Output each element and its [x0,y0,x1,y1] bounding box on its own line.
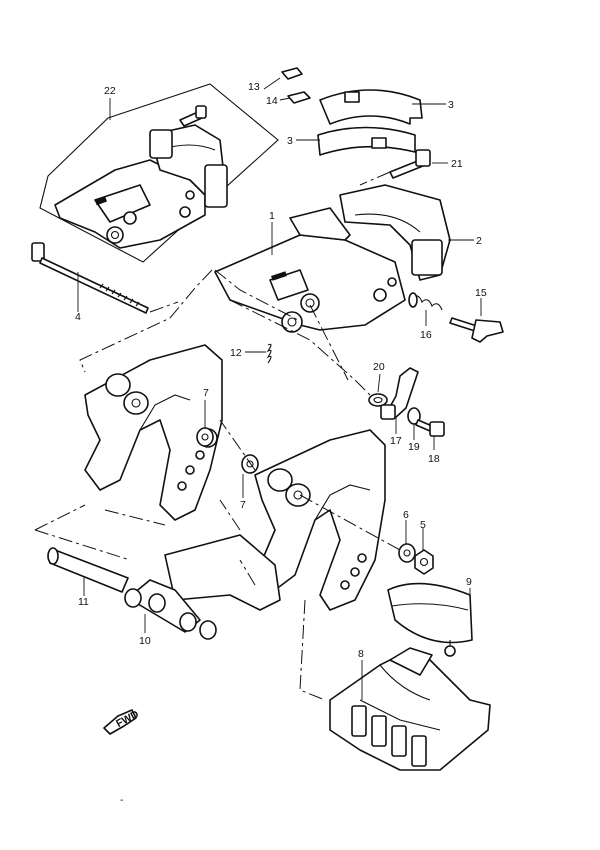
part-15-wing-screw [449,317,504,343]
callout-16: 16 [420,329,432,341]
part-1-swivel-bracket [214,207,406,333]
callout-2: 2 [476,235,482,247]
part-8-stern-bracket [329,647,491,771]
callout-22: 22 [104,85,116,97]
callout-5: 5 [420,519,426,531]
part-3-bushing-lower [317,126,416,156]
part-3-bushing-upper [319,89,423,125]
callout-12: 12 [230,347,242,359]
callout-6: 6 [403,509,409,521]
assembly-lines [34,171,401,701]
callout-20: 20 [373,361,385,373]
part-6-washer [398,543,416,563]
part-20-ring [368,393,388,407]
fwd-arrow: FWD [103,708,141,735]
callout-8: 8 [358,648,364,660]
part-10-bracket [124,534,281,640]
callout-11: 11 [78,596,89,608]
callout-4: 4 [75,311,81,323]
part-14-pad [287,91,311,104]
callout-17: 17 [390,435,402,447]
part-11-tube [47,547,129,593]
callout-19: 19 [408,441,420,453]
callout-13: 13 [248,81,260,93]
part-9-band [387,582,473,657]
callout-7a: 7 [203,387,209,399]
part-13-pad [281,67,303,80]
callout-7b: 7 [240,499,246,511]
part-4-long-bolt [31,242,149,314]
callout-3b: 3 [287,135,293,147]
part-5-nut [414,549,434,575]
part-12-spring [266,343,272,364]
part-17-lever [380,367,419,420]
callout-21: 21 [451,158,463,170]
callout-18: 18 [428,453,440,465]
clamp-bracket-left [84,344,223,521]
leader-lines [77,77,482,700]
part-16-spring [408,292,443,311]
part-21-bolt [389,149,431,179]
callout-9: 9 [466,576,472,588]
part-18-bolt [415,419,445,437]
part-7-washer-a [196,427,214,447]
callout-15: 15 [475,287,487,299]
clamp-bracket-right [254,429,386,611]
callout-10: 10 [139,635,151,647]
callout-14: 14 [266,95,278,107]
fwd-label: FWD [114,708,141,730]
svg-text:-: - [120,794,124,806]
callout-labels: 22 13 14 3 3 21 1 2 4 15 16 12 20 7 17 1… [75,81,487,660]
part-7-washer-b [241,454,259,474]
part-2-clamp-cap [339,184,451,281]
callout-3a: 3 [448,99,454,111]
callout-1: 1 [269,210,275,222]
part-22-inset-assembly [39,83,279,263]
